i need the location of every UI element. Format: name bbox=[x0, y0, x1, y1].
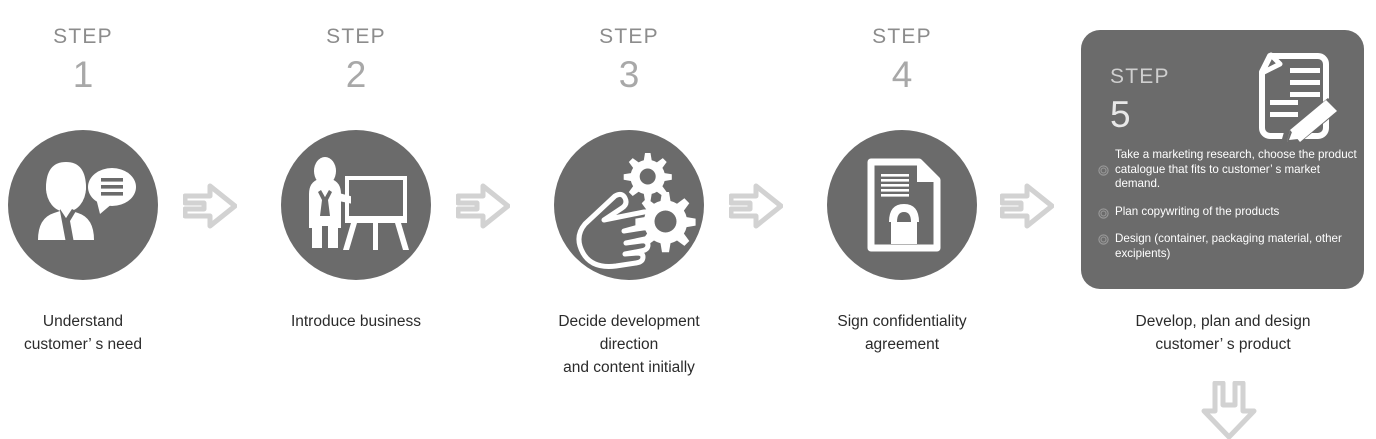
list-item: Design (container, packaging material, o… bbox=[1095, 232, 1357, 261]
step-column-1: STEP 1 Understand customer’ s need bbox=[0, 0, 166, 432]
step-4-caption-line-1: Sign confidentiality agreement bbox=[837, 313, 967, 353]
step-2-label: STEP bbox=[326, 25, 386, 48]
step-4-icon-circle[interactable] bbox=[827, 130, 977, 280]
step-column-4: STEP 4 Sign confidentiality agreement bbox=[819, 0, 985, 432]
step-3-number: 3 bbox=[618, 54, 640, 95]
arrow-right-icon bbox=[729, 183, 783, 229]
double-circle-bullet-icon bbox=[1095, 232, 1112, 246]
step-1-icon-circle[interactable] bbox=[8, 130, 158, 280]
step-1-caption: Understand customer’ s need bbox=[0, 310, 180, 356]
step-2-heading: STEP 2 bbox=[273, 26, 439, 93]
list-item: Take a marketing research, choose the pr… bbox=[1095, 148, 1357, 192]
locked-document-icon bbox=[867, 158, 941, 252]
list-item: Plan copywriting of the products bbox=[1095, 205, 1357, 220]
step-5-bullet-list: Take a marketing research, choose the pr… bbox=[1095, 148, 1357, 273]
connector-arrow-down bbox=[1199, 381, 1259, 439]
step-4-label: STEP bbox=[872, 25, 932, 48]
step-5-number: 5 bbox=[1110, 94, 1131, 135]
step-3-caption-line-1: Decide development direction bbox=[558, 313, 700, 353]
step-1-caption-line-1: Understand bbox=[42, 313, 124, 330]
step-2-caption-line-1: Introduce business bbox=[290, 313, 422, 330]
step-4-caption: Sign confidentiality agreement bbox=[805, 310, 999, 356]
hand-gears-icon bbox=[576, 153, 696, 269]
step-1-caption-line-2: customer’ s need bbox=[23, 336, 143, 353]
step-1-number: 1 bbox=[72, 54, 94, 95]
step-5-heading: STEP 5 bbox=[1110, 66, 1170, 133]
step-5-panel[interactable]: STEP 5 bbox=[1081, 30, 1364, 289]
step-5-bullet-1: Take a marketing research, choose the pr… bbox=[1115, 148, 1357, 191]
connector-arrow-4 bbox=[1000, 182, 1054, 230]
connector-arrow-3 bbox=[729, 182, 783, 230]
step-5-bullet-2: Plan copywriting of the products bbox=[1115, 204, 1280, 218]
arrow-down-icon bbox=[1201, 381, 1257, 439]
step-3-label: STEP bbox=[599, 25, 659, 48]
step-2-icon-circle[interactable] bbox=[281, 130, 431, 280]
step-column-3: STEP 3 Decide development direction and … bbox=[546, 0, 712, 432]
step-5-label: STEP bbox=[1110, 65, 1170, 88]
step-1-heading: STEP 1 bbox=[0, 26, 166, 93]
step-5-caption-line-1: Develop, plan and design bbox=[1135, 313, 1311, 330]
arrow-right-icon bbox=[183, 183, 237, 229]
step-2-caption: Introduce business bbox=[259, 310, 453, 333]
step-3-heading: STEP 3 bbox=[546, 26, 712, 93]
step-4-heading: STEP 4 bbox=[819, 26, 985, 93]
step-4-number: 4 bbox=[891, 54, 913, 95]
step-3-icon-circle[interactable] bbox=[554, 130, 704, 280]
step-5-caption: Develop, plan and design customer’ s pro… bbox=[1128, 310, 1318, 356]
arrow-right-icon bbox=[1000, 183, 1054, 229]
double-circle-bullet-icon bbox=[1095, 206, 1112, 219]
step-5-icon bbox=[1240, 42, 1348, 150]
connector-arrow-2 bbox=[456, 182, 510, 230]
step-5-caption-line-2: customer’ s product bbox=[1155, 336, 1291, 353]
step-5-bullet-3: Design (container, packaging material, o… bbox=[1115, 232, 1342, 260]
businessman-speech-bubble-icon bbox=[38, 162, 136, 243]
step-2-number: 2 bbox=[345, 54, 367, 95]
presenter-whiteboard-icon bbox=[309, 157, 409, 250]
arrow-right-icon bbox=[456, 183, 510, 229]
step-3-caption-line-2: and content initially bbox=[563, 359, 695, 376]
document-pencil-icon bbox=[1259, 52, 1340, 146]
connector-arrow-1 bbox=[183, 182, 237, 230]
double-circle-bullet-icon bbox=[1095, 163, 1112, 177]
step-3-caption: Decide development direction and content… bbox=[532, 310, 726, 379]
step-column-2: STEP 2 Introduce busi bbox=[273, 0, 439, 432]
step-1-label: STEP bbox=[53, 25, 113, 48]
